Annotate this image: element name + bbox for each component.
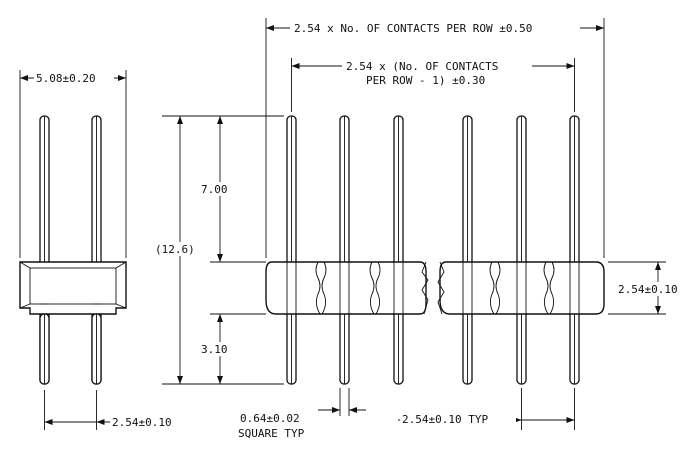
body-height-label: 2.54±0.10 bbox=[618, 283, 678, 296]
side-pitch-label: 2.54±0.10 bbox=[112, 416, 172, 429]
front-body-right bbox=[439, 261, 605, 315]
front-view bbox=[265, 115, 605, 385]
pin-size-label-line1: 0.64±0.02 bbox=[240, 412, 300, 425]
row-spacing-label: 5.08±0.20 bbox=[36, 72, 96, 85]
side-body bbox=[19, 261, 127, 315]
vertical-dimensions: (12.6) 7.00 3.10 bbox=[152, 115, 284, 385]
bottom-dimensions: 0.64±0.02 SQUARE TYP 2.54±0.10 TYP bbox=[238, 388, 575, 440]
pitch-span-label-line1: 2.54 x (No. OF CONTACTS bbox=[346, 60, 498, 73]
overall-height-label: (12.6) bbox=[155, 243, 195, 256]
body-height-dimension: 2.54±0.10 bbox=[608, 261, 696, 315]
total-width-label: 2.54 x No. OF CONTACTS PER ROW ±0.50 bbox=[294, 22, 532, 35]
front-body-left bbox=[265, 261, 427, 315]
pin-size-label-line2: SQUARE TYP bbox=[238, 427, 305, 440]
top-dimensions: 2.54 x No. OF CONTACTS PER ROW ±0.50 2.5… bbox=[265, 18, 605, 258]
front-pitch-label: 2.54±0.10 TYP bbox=[402, 413, 488, 426]
pitch-span-label-line2: PER ROW - 1) ±0.30 bbox=[366, 74, 485, 87]
upper-pin-length-label: 7.00 bbox=[201, 183, 228, 196]
side-body-inner bbox=[29, 267, 117, 305]
lower-pin-length-label: 3.10 bbox=[201, 343, 228, 356]
side-view: 5.08±0.20 2.54±0.10 bbox=[19, 70, 186, 430]
